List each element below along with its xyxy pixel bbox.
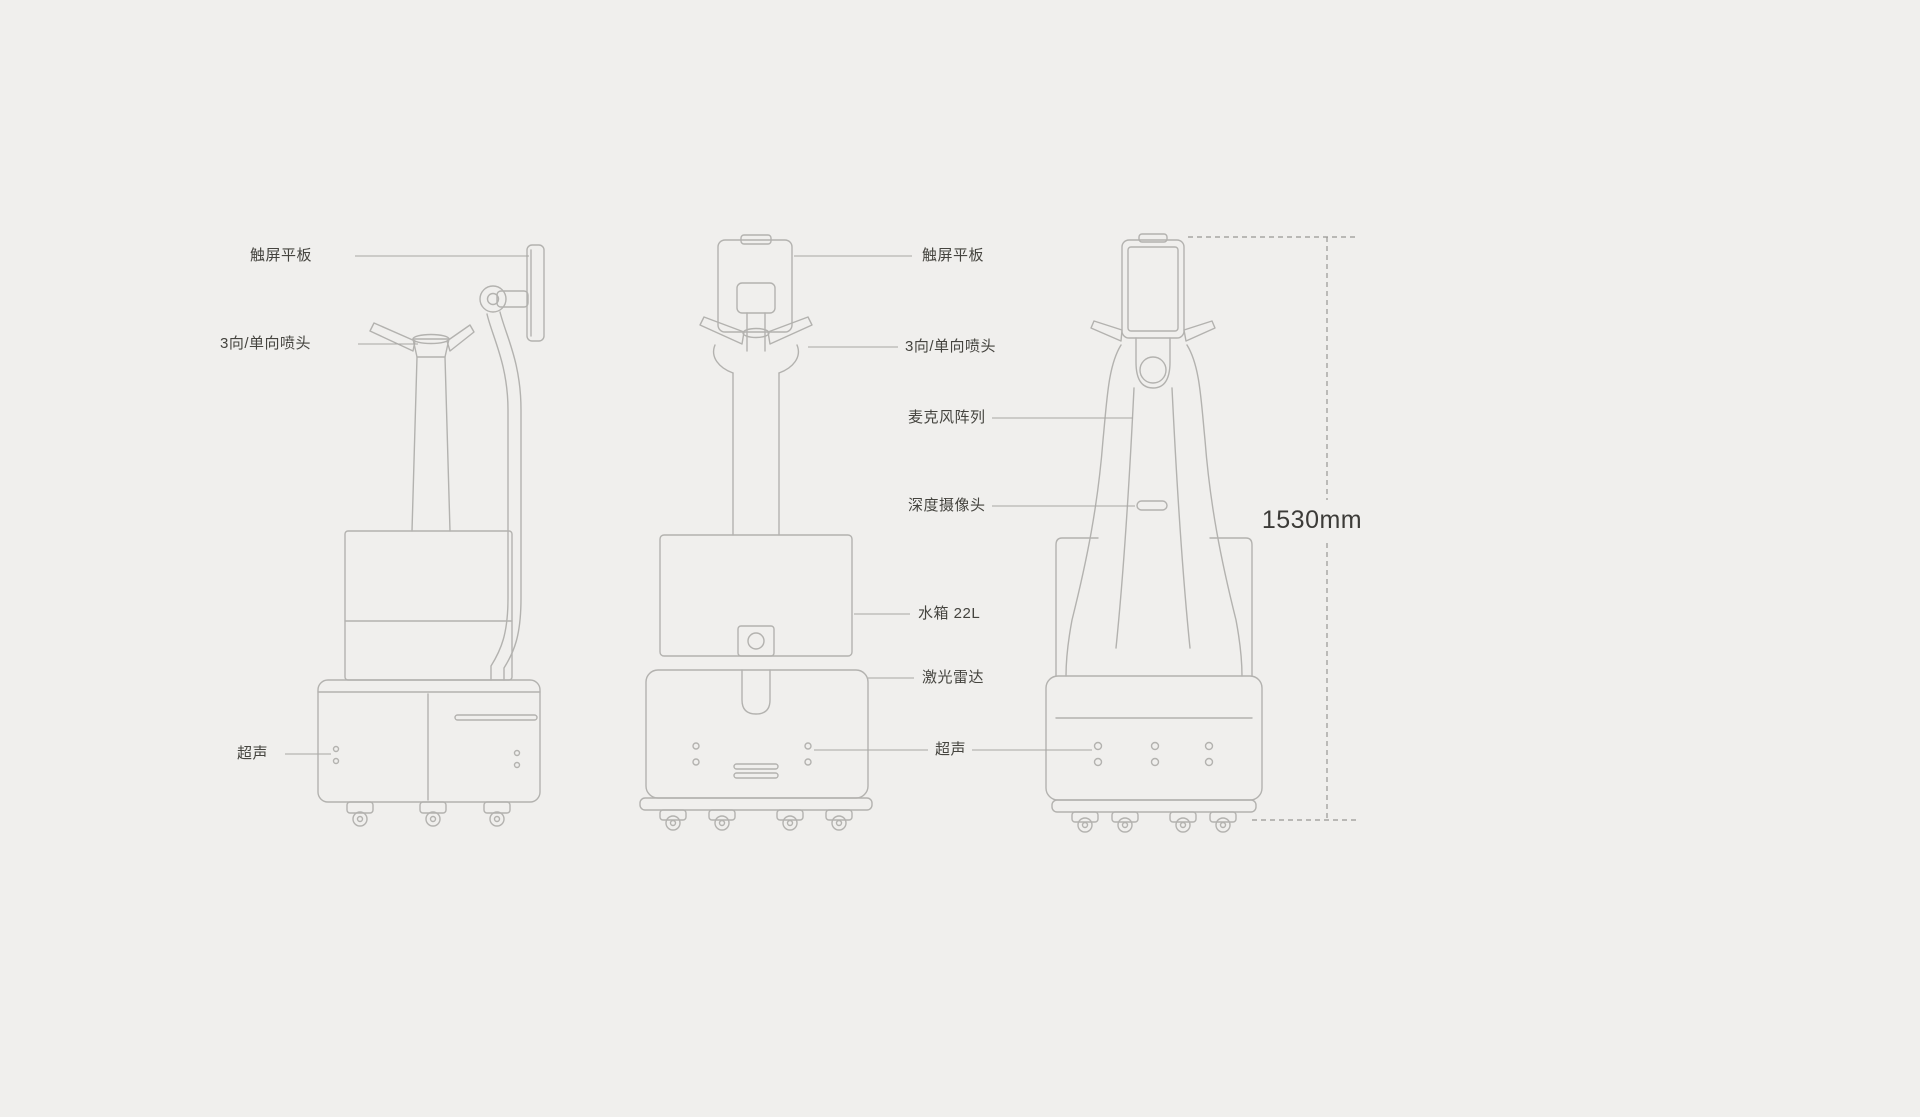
back-pipe-outer	[499, 311, 522, 681]
base-body	[1045, 675, 1263, 801]
dimension-lines	[1188, 236, 1356, 821]
tablet-back	[717, 239, 793, 333]
ultrasonic-dot	[1093, 741, 1103, 751]
ultrasonic-dot	[692, 758, 700, 766]
bumper	[639, 797, 873, 811]
tank-left-side	[1055, 537, 1099, 677]
tank-port	[747, 632, 765, 650]
ultrasonic-dot	[1204, 757, 1214, 767]
base-body	[645, 669, 869, 799]
ultrasonic-dot	[332, 745, 340, 753]
torso-inner-left	[1115, 387, 1135, 649]
base-slot	[454, 714, 538, 721]
nozzle-wing-left	[1090, 320, 1123, 342]
wheels	[346, 801, 511, 827]
label-ultrasonic: 超声	[935, 741, 967, 758]
mount-joint-hub	[486, 292, 500, 306]
tank-right-side	[1209, 537, 1253, 677]
tablet-side	[526, 244, 545, 342]
ultrasonic-dot	[1150, 741, 1160, 751]
tank-body	[659, 534, 853, 657]
tablet-front	[1121, 239, 1185, 339]
nozzle-wing-left	[369, 322, 416, 352]
nozzle-wing-left	[699, 316, 745, 345]
ultrasonic-dot	[1093, 757, 1103, 767]
leader-lines	[285, 255, 1135, 755]
label-touchscreen-left: 触屏平板	[250, 247, 313, 264]
base-notch	[741, 669, 771, 715]
tablet-screen	[1127, 246, 1179, 332]
back-pipe-inner	[486, 313, 509, 681]
label-lidar: 激光雷达	[922, 669, 985, 686]
ultrasonic-dot	[513, 749, 521, 757]
ultrasonic-dot	[513, 761, 521, 769]
tank-port-plate	[737, 625, 775, 657]
ultrasonic-dot	[804, 758, 812, 766]
ultrasonic-dot	[804, 742, 812, 750]
ultrasonic-dot	[1150, 757, 1160, 767]
robot-side-view	[317, 244, 545, 827]
nozzle-wing-right	[767, 316, 813, 345]
torso-outer-right	[1186, 344, 1243, 677]
tablet-top-tab	[740, 234, 772, 245]
ultrasonic-dot	[332, 757, 340, 765]
wheels	[1071, 811, 1237, 833]
neck-right-edge	[444, 356, 451, 532]
label-nozzle: 3向/单向喷头	[905, 338, 997, 355]
tank-body	[344, 530, 513, 681]
base-grill-slot	[733, 772, 779, 779]
mount-joint	[479, 285, 507, 313]
label-depth-camera: 深度摄像头	[908, 497, 986, 514]
shoulder-left	[713, 344, 734, 374]
bumper	[1051, 799, 1257, 813]
nozzle-wing-right	[1183, 320, 1216, 342]
torso-outer-left	[1065, 344, 1122, 677]
label-touchscreen: 触屏平板	[922, 247, 985, 264]
ultrasonic-dot	[692, 742, 700, 750]
label-ultrasonic-left: 超声	[237, 745, 269, 762]
wheels	[659, 809, 853, 831]
neck-bracket	[1135, 337, 1171, 389]
torso-inner-right	[1171, 387, 1191, 649]
dimension-height-label: 1530mm	[1261, 506, 1363, 534]
neck-joint	[1139, 356, 1167, 384]
label-nozzle-left: 3向/单向喷头	[220, 335, 312, 352]
nozzle-opening	[742, 327, 770, 339]
base-grill-slot	[733, 763, 779, 770]
label-water-tank: 水箱 22L	[918, 605, 981, 622]
neck-left-edge	[411, 356, 418, 532]
shoulder-right	[778, 344, 799, 374]
robot-back-view	[1045, 233, 1263, 833]
tablet-top-tab	[1138, 233, 1168, 243]
depth-camera-slot	[1136, 500, 1168, 511]
ultrasonic-dot	[1204, 741, 1214, 751]
nozzle-opening	[412, 333, 450, 345]
tablet-mount-arm	[496, 290, 529, 308]
label-mic-array: 麦克风阵列	[908, 409, 986, 426]
tablet-bracket	[736, 282, 776, 314]
base-body	[317, 679, 541, 803]
robot-front-view	[639, 234, 873, 831]
nozzle-wing-right	[446, 324, 475, 352]
